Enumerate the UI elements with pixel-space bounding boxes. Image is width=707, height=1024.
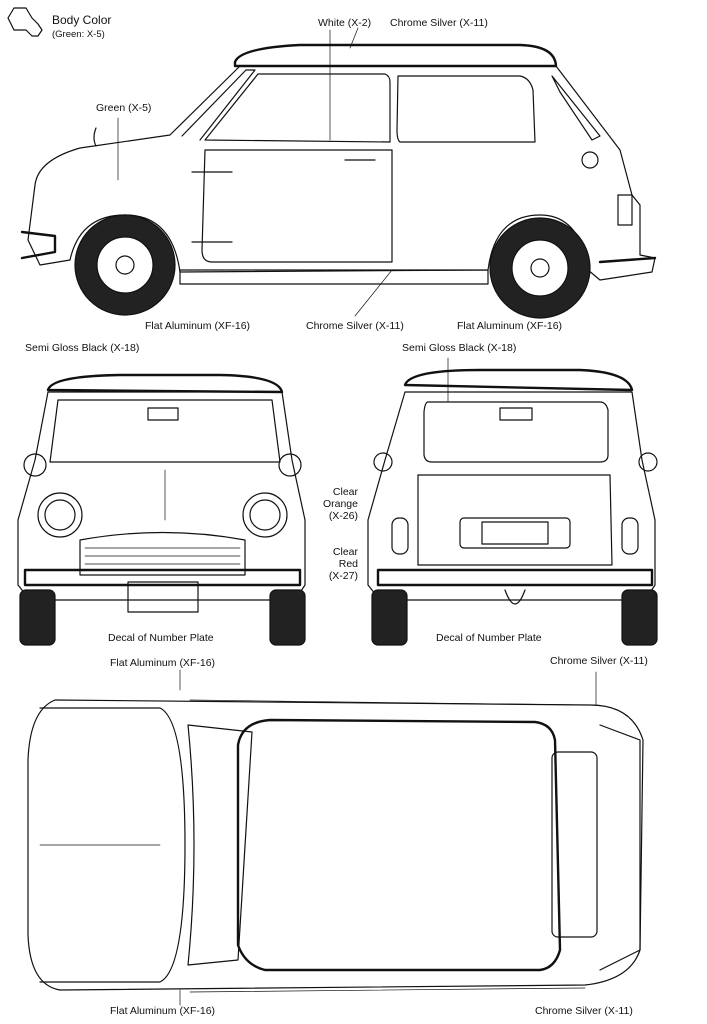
mirror-inner	[147, 407, 179, 421]
front-roof	[46, 373, 284, 394]
top-rear-window	[551, 751, 598, 938]
top-roof	[236, 718, 562, 972]
label-clear-orange: Clear Orange (X-26)	[318, 486, 358, 522]
clear-red-line3: (X-27)	[328, 570, 358, 582]
fuel-cap	[581, 151, 599, 169]
label-clear-red: Clear Red (X-27)	[318, 546, 358, 582]
label-chrome-top: Chrome Silver (X-11)	[390, 17, 488, 29]
label-semi-gloss-left: Semi Gloss Black (X-18)	[25, 342, 140, 354]
clear-red-line1: Clear	[332, 546, 358, 558]
left-tail-light	[391, 517, 409, 555]
rear-bumper-r	[376, 568, 654, 587]
front-view	[17, 373, 306, 691]
label-decal-front: Decal of Number Plate	[108, 632, 214, 644]
door	[201, 149, 393, 263]
grille	[79, 531, 246, 576]
label-flat-aluminum-rear: Flat Aluminum (XF-16)	[457, 320, 563, 332]
legend-title: Body Color	[52, 13, 112, 27]
label-flat-aluminum-front-view: Flat Aluminum (XF-16)	[110, 657, 216, 669]
rear-bumper	[598, 256, 657, 264]
legend-subtitle: (Green: X-5)	[52, 29, 105, 40]
front-windscreen	[49, 399, 281, 463]
label-chrome-sill: Chrome Silver (X-11)	[306, 320, 404, 332]
label-green: Green (X-5)	[96, 102, 152, 114]
boot-lid	[417, 474, 613, 566]
front-bumper-f	[23, 568, 302, 587]
label-flat-aluminum-top: Flat Aluminum (XF-16)	[110, 1005, 216, 1017]
rear-roof	[403, 368, 634, 392]
right-tail-light	[621, 517, 639, 555]
clear-orange-line1: Clear	[332, 486, 358, 498]
rear-window	[396, 75, 536, 143]
quarter-window	[551, 75, 601, 141]
sill	[179, 269, 489, 285]
clear-orange-line2: Orange	[322, 498, 358, 510]
label-flat-aluminum-front: Flat Aluminum (XF-16)	[145, 320, 251, 332]
label-chrome-top-view: Chrome Silver (X-11)	[535, 1005, 633, 1017]
top-outline	[27, 699, 644, 991]
bonnet	[39, 707, 186, 983]
top-windscreen	[187, 724, 253, 966]
label-decal-rear: Decal of Number Plate	[436, 632, 542, 644]
side-view	[20, 27, 657, 319]
left-headlamp	[37, 492, 83, 538]
rear-view	[367, 357, 658, 706]
clear-red-line2: Red	[338, 558, 358, 570]
right-headlamp	[242, 492, 288, 538]
front-bumper	[20, 230, 57, 260]
hexagon-swatch-icon	[7, 7, 43, 37]
number-plate-rear	[459, 517, 571, 549]
mirror	[93, 127, 97, 147]
body-outline	[27, 65, 656, 281]
label-chrome-rear-view: Chrome Silver (X-11)	[550, 655, 648, 667]
clear-orange-line3: (X-26)	[328, 510, 358, 522]
rear-window-r	[423, 401, 609, 463]
windscreen	[181, 69, 256, 141]
label-semi-gloss-right: Semi Gloss Black (X-18)	[402, 342, 517, 354]
top-view	[27, 699, 644, 1006]
label-white: White (X-2)	[318, 17, 372, 29]
rear-light	[617, 194, 633, 226]
roof	[233, 43, 558, 68]
door-window	[204, 73, 391, 143]
number-plate-front	[127, 581, 199, 613]
